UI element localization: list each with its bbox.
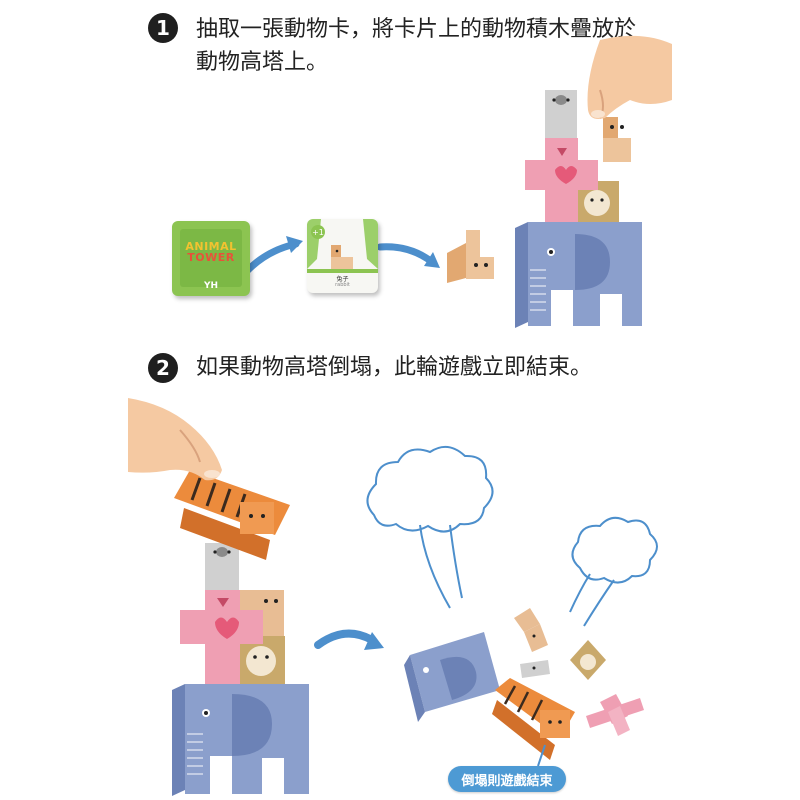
hand-step2 (128, 398, 222, 481)
koala-block-2 (205, 543, 239, 590)
game-box-brand: YH (203, 281, 219, 291)
rabbit-flying (514, 608, 548, 652)
rabbit-block (447, 230, 494, 283)
game-box-card: ANIMAL TOWER YH (172, 221, 250, 296)
tower-step1 (515, 35, 672, 328)
arrow-collapse (314, 629, 384, 650)
koala-fallen (520, 660, 550, 678)
tower-step2 (128, 398, 309, 796)
hedgehog-fallen (570, 640, 606, 680)
elephant-fallen (404, 632, 500, 722)
game-over-label: 倒塌則遊戲結束 (448, 766, 566, 792)
arrow-card-to-block (376, 243, 440, 268)
arrow-box-to-card (244, 236, 303, 274)
card-count-badge: +1 (311, 225, 325, 239)
game-box-panel (180, 229, 242, 287)
logo-line-1: ANIMAL (185, 240, 237, 253)
logo-line-2: TOWER (187, 251, 235, 264)
tiger-block (174, 470, 290, 560)
dust-cloud-left (366, 445, 494, 609)
step-1: 1 抽取一張動物卡，將卡片上的動物積木疊放於動物高塔上。 (148, 13, 648, 79)
elephant-block-2 (172, 684, 309, 796)
step-1-text: 抽取一張動物卡，將卡片上的動物積木疊放於動物高塔上。 (196, 17, 637, 75)
animal-card: +1 兔子 rabbit (307, 219, 378, 293)
card-label: 兔子 (336, 276, 349, 283)
tiger-fallen (492, 678, 575, 760)
koala-block (545, 90, 577, 138)
step-1-number: 1 (148, 13, 178, 43)
rabbit-block-placing (603, 117, 631, 162)
elephant-block (515, 222, 642, 328)
game-box-logo: ANIMAL TOWER (178, 241, 244, 263)
card-sublabel: rabbit (335, 282, 350, 288)
collapsed-pile (366, 445, 658, 767)
step-2-number: 2 (148, 353, 178, 383)
dust-cloud-right (569, 516, 658, 627)
step-2: 2 如果動物高塔倒塌，此輪遊戲立即結束。 (148, 353, 708, 383)
flamingo-cross-block (525, 138, 598, 222)
flamingo-cross-block-2 (180, 590, 263, 684)
hand-step1 (587, 35, 672, 120)
result-pointer (537, 744, 546, 767)
flamingo-fallen (586, 694, 644, 736)
step-2-text: 如果動物高塔倒塌，此輪遊戲立即結束。 (196, 355, 593, 380)
